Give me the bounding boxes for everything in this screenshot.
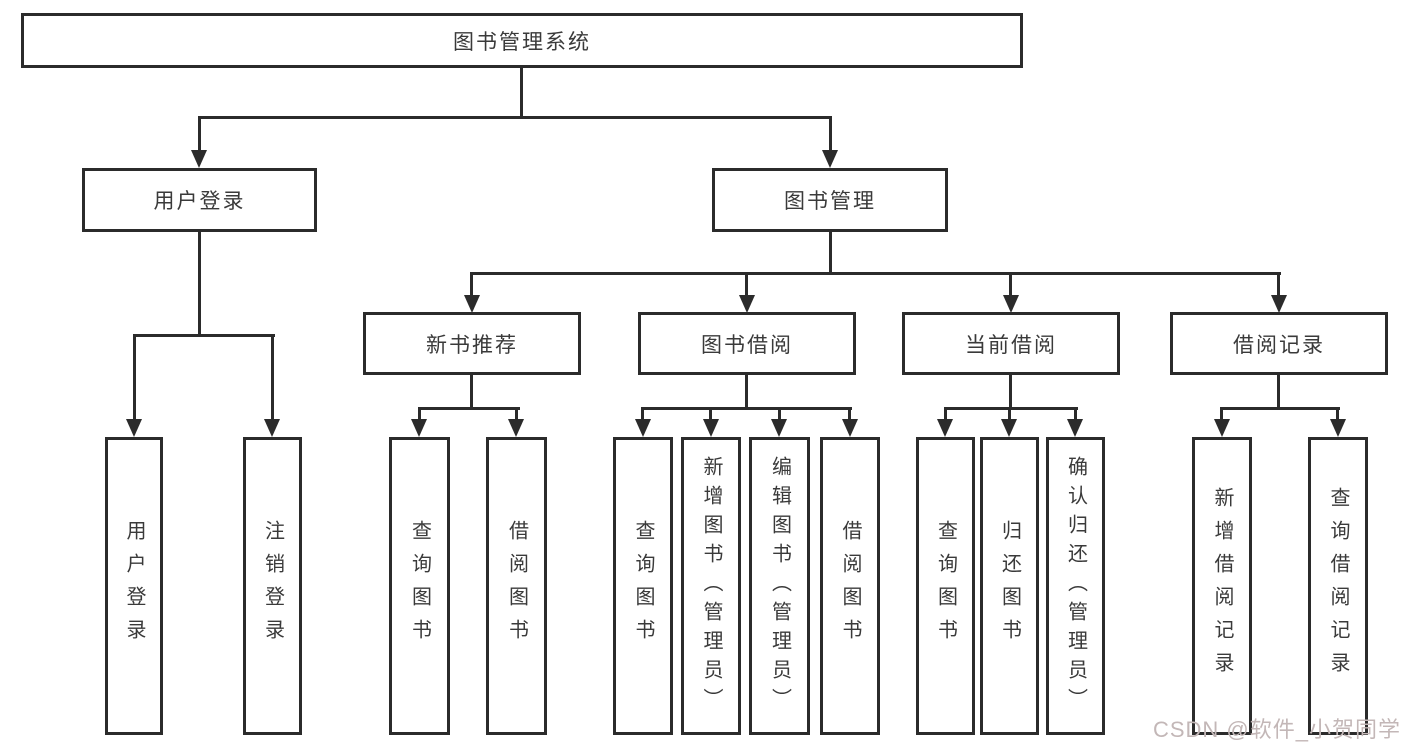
node-library-system: 图书管理系统 (21, 13, 1023, 68)
connector-br-query-drop (1336, 407, 1339, 421)
connector-cb-confirm-drop (1074, 407, 1077, 421)
connector-new-book-rail (418, 407, 520, 410)
leaf-record-query: 查询借阅记录 (1308, 437, 1368, 735)
connector-root-stem (520, 66, 523, 118)
node-borrow-record: 借阅记录 (1170, 312, 1388, 375)
leaf-borrow-add: 新增图书（管理员） (681, 437, 741, 735)
arrowhead-leaf-login (126, 419, 142, 437)
leaf-logout-label: 注销登录 (261, 520, 284, 652)
node-user-login: 用户登录 (82, 168, 317, 232)
leaf-newbook-query: 查询图书 (389, 437, 450, 735)
connector-bb-query-drop (641, 407, 644, 421)
leaf-current-confirm-label: 确认归还（管理员） (1064, 455, 1087, 717)
arrowhead-cb-confirm (1067, 419, 1083, 437)
arrowhead-book-borrow (739, 295, 755, 313)
node-book-mgmt: 图书管理 (712, 168, 948, 232)
connector-level3-rail (471, 272, 1281, 275)
leaf-record-query-label: 查询借阅记录 (1327, 487, 1349, 685)
connector-current-borrow-stem (1009, 375, 1012, 409)
connector-user-login-drop (198, 116, 201, 152)
arrowhead-borrow-record (1271, 295, 1287, 313)
connector-nb-query-drop (418, 407, 421, 421)
node-current-borrow: 当前借阅 (902, 312, 1120, 375)
arrowhead-br-add (1214, 419, 1230, 437)
connector-borrow-record-rail (1220, 407, 1340, 410)
leaf-current-return: 归还图书 (980, 437, 1039, 735)
leaf-record-add: 新增借阅记录 (1192, 437, 1252, 735)
node-book-mgmt-label: 图书管理 (784, 190, 876, 213)
connector-book-borrow-drop (745, 272, 748, 297)
connector-borrow-record-stem (1277, 375, 1280, 409)
connector-br-add-drop (1220, 407, 1223, 421)
leaf-borrow-edit-label: 编辑图书（管理员） (768, 455, 791, 717)
arrowhead-br-query (1330, 419, 1346, 437)
arrowhead-nb-query (411, 419, 427, 437)
node-current-borrow-label: 当前借阅 (965, 333, 1057, 357)
connector-level2-rail (198, 116, 832, 119)
arrowhead-user-login (191, 150, 207, 168)
leaf-current-query: 查询图书 (916, 437, 975, 735)
connector-new-book-drop (470, 272, 473, 297)
leaf-record-add-label: 新增借阅记录 (1211, 487, 1233, 685)
leaf-newbook-borrow-label: 借阅图书 (505, 520, 528, 652)
connector-book-mgmt-drop (829, 116, 832, 152)
connector-book-borrow-rail (642, 407, 852, 410)
arrowhead-cb-return (1001, 419, 1017, 437)
node-book-borrow: 图书借阅 (638, 312, 856, 375)
arrowhead-current-borrow (1003, 295, 1019, 313)
connector-current-borrow-rail (944, 407, 1078, 410)
leaf-newbook-query-label: 查询图书 (408, 520, 431, 652)
connector-bb-add-drop (709, 407, 712, 421)
connector-user-login-stem (198, 232, 201, 336)
connector-bb-edit-drop (778, 407, 781, 421)
leaf-borrow-query-label: 查询图书 (632, 520, 654, 652)
connector-bb-borrow-drop (848, 407, 851, 421)
connector-leaf-logout-drop (271, 334, 274, 421)
connector-book-borrow-stem (745, 375, 748, 409)
leaf-borrow-borrow-label: 借阅图书 (839, 520, 861, 652)
node-library-system-label: 图书管理系统 (453, 30, 591, 54)
leaf-user-login: 用户登录 (105, 437, 163, 735)
connector-nb-borrow-drop (515, 407, 518, 421)
node-book-borrow-label: 图书借阅 (701, 333, 793, 357)
connector-borrow-record-drop (1277, 272, 1280, 297)
connector-new-book-stem (470, 375, 473, 409)
connector-current-borrow-drop (1009, 272, 1012, 297)
leaf-current-return-label: 归还图书 (998, 520, 1021, 652)
arrowhead-new-book (464, 295, 480, 313)
leaf-current-confirm: 确认归还（管理员） (1046, 437, 1105, 735)
arrowhead-bb-add (703, 419, 719, 437)
arrowhead-bb-query (635, 419, 651, 437)
connector-cb-query-drop (944, 407, 947, 421)
node-user-login-label: 用户登录 (153, 190, 246, 213)
arrowhead-bb-borrow (842, 419, 858, 437)
node-borrow-record-label: 借阅记录 (1233, 333, 1325, 357)
leaf-borrow-edit: 编辑图书（管理员） (749, 437, 810, 735)
leaf-newbook-borrow: 借阅图书 (486, 437, 547, 735)
leaf-borrow-borrow: 借阅图书 (820, 437, 880, 735)
leaf-logout: 注销登录 (243, 437, 302, 735)
arrowhead-nb-borrow (508, 419, 524, 437)
arrowhead-leaf-logout (264, 419, 280, 437)
arrowhead-cb-query (937, 419, 953, 437)
connector-book-mgmt-stem (829, 232, 832, 274)
leaf-borrow-query: 查询图书 (613, 437, 673, 735)
node-new-book-label: 新书推荐 (426, 333, 518, 357)
connector-cb-return-drop (1008, 407, 1011, 421)
leaf-current-query-label: 查询图书 (934, 520, 957, 652)
connector-leaf-login-drop (133, 334, 136, 421)
node-new-book: 新书推荐 (363, 312, 581, 375)
leaf-user-login-label: 用户登录 (123, 520, 145, 652)
connector-user-login-rail (133, 334, 275, 337)
arrowhead-book-mgmt (822, 150, 838, 168)
arrowhead-bb-edit (771, 419, 787, 437)
leaf-borrow-add-label: 新增图书（管理员） (700, 455, 722, 717)
